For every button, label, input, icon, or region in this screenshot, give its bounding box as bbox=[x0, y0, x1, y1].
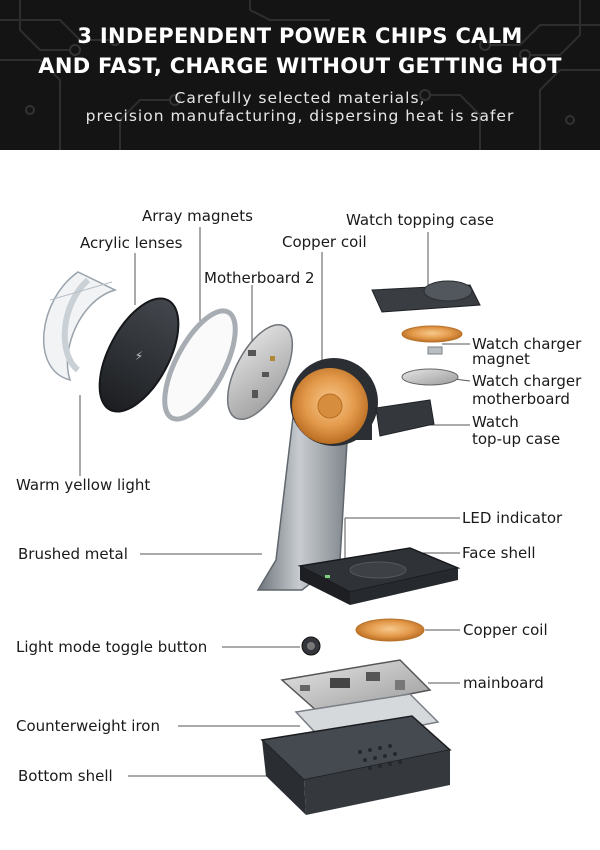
front-cover-disk: ⚡ bbox=[98, 297, 180, 413]
circuit-pattern-background bbox=[0, 0, 600, 150]
label-watch-topup-case-line2: top-up case bbox=[472, 430, 561, 448]
watch-topping-case bbox=[371, 280, 481, 313]
headline-line-2: AND FAST, CHARGE WITHOUT GETTING HOT bbox=[38, 54, 562, 78]
charging-stand-body bbox=[256, 358, 378, 591]
watch-charger-motherboard bbox=[401, 368, 459, 386]
label-bottom-shell: Bottom shell bbox=[18, 767, 113, 785]
bottom-shell bbox=[260, 715, 452, 815]
subheadline-line-2: precision manufacturing, dispersing heat… bbox=[85, 107, 515, 125]
label-acrylic-lenses: Acrylic lenses bbox=[80, 234, 183, 252]
header-banner: 3 INDEPENDENT POWER CHIPS CALM AND FAST,… bbox=[0, 0, 600, 150]
base-face-shell bbox=[297, 547, 461, 605]
label-face-shell: Face shell bbox=[462, 544, 536, 562]
watch-arm bbox=[375, 399, 435, 437]
label-led-indicator: LED indicator bbox=[462, 509, 563, 527]
label-light-mode-toggle: Light mode toggle button bbox=[16, 638, 208, 656]
label-watch-charger-magnet-line1: Watch charger bbox=[472, 335, 582, 353]
label-brushed-metal: Brushed metal bbox=[18, 545, 128, 563]
label-copper-coil-bottom: Copper coil bbox=[463, 621, 548, 639]
array-magnets-ring bbox=[162, 308, 238, 422]
headline-line-1: 3 INDEPENDENT POWER CHIPS CALM bbox=[77, 24, 523, 48]
label-watch-topping-case: Watch topping case bbox=[346, 211, 495, 229]
exploded-view-diagram: ⚡ bbox=[42, 227, 481, 815]
label-counterweight-iron: Counterweight iron bbox=[16, 717, 160, 735]
label-mainboard: mainboard bbox=[463, 674, 544, 692]
light-mode-toggle-button bbox=[301, 636, 321, 656]
subheadline-line-1: Carefully selected materials, bbox=[174, 89, 426, 107]
label-motherboard-2: Motherboard 2 bbox=[204, 269, 315, 287]
label-watch-charger-magnet-line2: magnet bbox=[472, 350, 530, 368]
label-watch-charger-motherboard-line1: Watch charger bbox=[472, 372, 582, 390]
acrylic-lens-ring bbox=[42, 271, 118, 382]
label-array-magnets: Array magnets bbox=[142, 207, 253, 225]
watch-charger-magnet-coil bbox=[401, 325, 463, 343]
svg-text:⚡: ⚡ bbox=[135, 349, 143, 363]
label-warm-yellow-light: Warm yellow light bbox=[16, 476, 151, 494]
label-copper-coil-top: Copper coil bbox=[282, 233, 367, 251]
motherboard-2-board bbox=[226, 323, 294, 421]
watch-charger-magnet bbox=[427, 346, 443, 355]
bottom-copper-coil bbox=[355, 618, 425, 642]
label-watch-topup-case-line1: Watch bbox=[472, 413, 519, 431]
mainboard bbox=[280, 659, 432, 713]
label-watch-charger-motherboard-line2: motherboard bbox=[472, 390, 570, 408]
